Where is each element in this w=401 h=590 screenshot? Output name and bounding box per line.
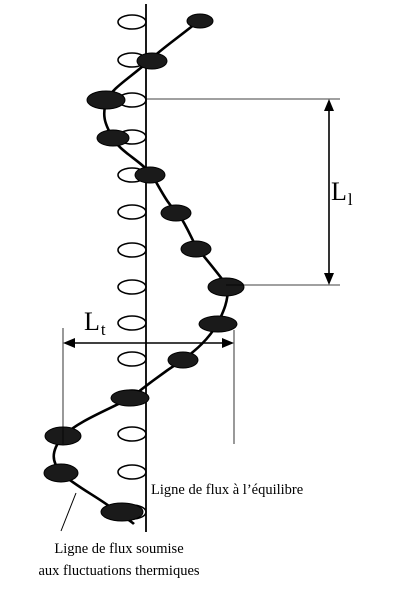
hollow-ellipse [118,316,146,330]
hollow-ellipse [118,465,146,479]
lt-label: Lt [84,307,106,339]
fluctuating-label-line2: aux fluctuations thermiques [38,563,199,579]
dark-ellipse [161,205,191,221]
dark-ellipse [187,14,213,28]
hollow-ellipse [118,205,146,219]
dark-ellipse [97,130,129,146]
dark-ellipse [208,278,244,296]
hollow-ellipse [118,280,146,294]
dark-ellipse [137,53,167,69]
dark-ellipse [101,503,143,521]
hollow-ellipse [118,15,146,29]
dark-ellipse [135,167,165,183]
dark-ellipse [87,91,125,109]
hollow-ellipse [118,427,146,441]
equilibrium-label: Ligne de flux à l’équilibre [151,482,303,498]
dark-ellipse [111,390,149,406]
equilibrium-ellipses [118,15,146,519]
dark-ellipse [181,241,211,257]
dark-ellipse [199,316,237,332]
ll-label: Ll [331,177,353,209]
hollow-ellipse [118,352,146,366]
fluctuating-flux-line [54,20,228,524]
longitudinal-length-marker [146,99,340,285]
hollow-ellipse [118,243,146,257]
fluctuating-label-line1: Ligne de flux soumise [54,541,183,557]
transverse-length-marker [63,328,234,444]
dark-ellipse [168,352,198,368]
fluctuating-label-leader [61,493,76,531]
dark-ellipse [44,464,78,482]
